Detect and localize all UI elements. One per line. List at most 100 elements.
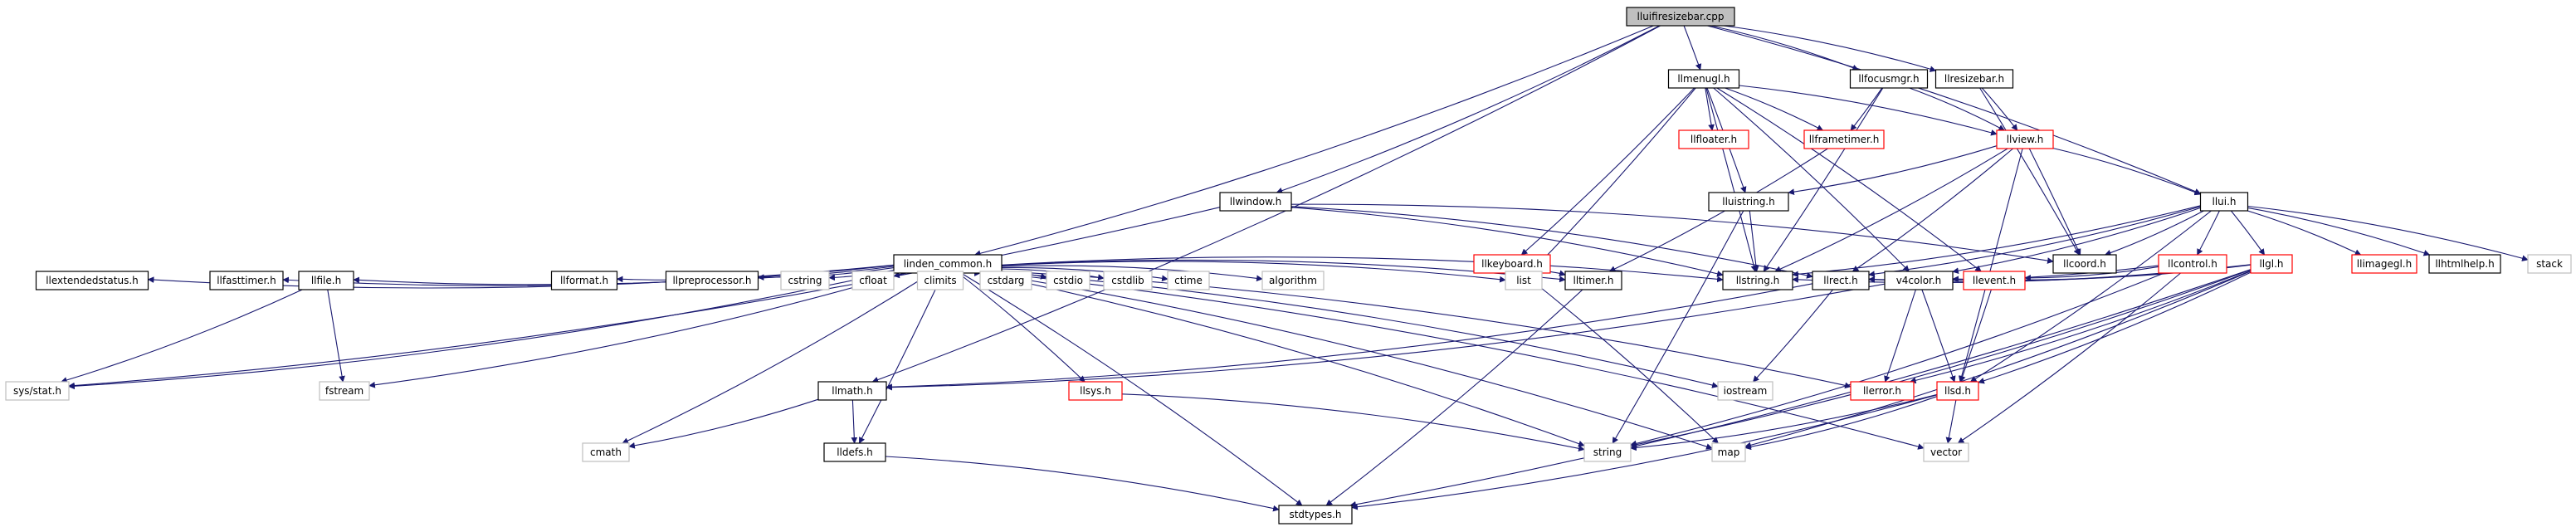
edge-llgl-to-string: [1630, 269, 2252, 448]
node-llfile[interactable]: llfile.h: [298, 271, 354, 290]
edge-llsys-to-string: [1121, 393, 1585, 452]
edge-root-to-llmenugl: [1683, 25, 1702, 71]
node-fstream: fstream: [319, 381, 370, 401]
edge-llkeyboard-to-lltimer: [1549, 270, 1566, 276]
edge-llui-to-llsd: [1969, 210, 2212, 383]
edge-llevent-to-llsd: [1959, 289, 1992, 383]
node-llhtmlhelp[interactable]: llhtmlhelp.h: [2428, 254, 2501, 274]
node-llerror[interactable]: llerror.h: [1850, 381, 1915, 401]
edge-llui-to-llcontrol: [2197, 210, 2220, 256]
node-llimagegl[interactable]: llimagegl.h: [2351, 254, 2417, 274]
edge-lltimer-to-stdtypes: [1325, 289, 1583, 506]
node-box-list: [1505, 271, 1543, 290]
node-sysstat: sys/stat.h: [5, 381, 70, 401]
node-label-llfile: llfile.h: [311, 275, 341, 286]
node-llframetimer[interactable]: llframetimer.h: [1803, 129, 1885, 149]
node-box-fstream: [319, 381, 370, 401]
edge-llfocusmgr-to-llframetimer: [1850, 87, 1883, 131]
node-llevent[interactable]: llevent.h: [1963, 271, 2026, 290]
edge-llsd-to-map: [1744, 396, 1938, 451]
node-label-llwindow: llwindow.h: [1230, 196, 1282, 207]
edge-llsd-to-string: [1630, 393, 1938, 451]
node-label-stack: stack: [2536, 258, 2563, 270]
node-root[interactable]: lluifiresizebar.cpp: [1626, 7, 1735, 27]
node-llfasttimer[interactable]: llfasttimer.h: [209, 271, 284, 290]
edge-linden_common-to-list: [1001, 261, 1506, 283]
node-box-llfasttimer: [209, 271, 284, 290]
node-llview[interactable]: llview.h: [1996, 129, 2054, 149]
edge-llrect-to-llmath: [886, 283, 1813, 391]
node-llgl[interactable]: llgl.h: [2250, 254, 2293, 274]
node-cstdlib: cstdlib: [1103, 271, 1153, 290]
node-box-iostream: [1717, 381, 1773, 401]
graph-nodes: lluifiresizebar.cpp llmenugl.h llfocusmgr.…: [5, 7, 2572, 525]
node-llui[interactable]: llui.h: [2199, 192, 2249, 212]
node-box-llsys: [1068, 381, 1123, 401]
node-box-string: [1583, 442, 1632, 462]
node-box-llfocusmgr: [1849, 69, 1929, 89]
node-cstdarg: cstdarg: [979, 271, 1032, 290]
node-v4color[interactable]: v4color.h: [1884, 271, 1954, 290]
edge-lluistring-to-llstring: [1749, 210, 1759, 272]
node-label-lldefs: lldefs.h: [837, 446, 873, 458]
node-string: string: [1583, 442, 1632, 462]
edge-llwindow-to-llstring: [1290, 207, 1724, 277]
node-llsys[interactable]: llsys.h: [1068, 381, 1123, 401]
edge-llgl-to-llsd: [1978, 271, 2252, 384]
node-label-root: lluifiresizebar.cpp: [1637, 11, 1725, 22]
node-label-llgl: llgl.h: [2259, 258, 2283, 270]
node-llfocusmgr[interactable]: llfocusmgr.h: [1849, 69, 1929, 89]
node-label-cmath: cmath: [590, 446, 622, 458]
node-box-llerror: [1850, 381, 1915, 401]
node-box-vector: [1923, 442, 1969, 462]
node-box-llpreprocessor: [665, 271, 759, 290]
node-llmenugl[interactable]: llmenugl.h: [1667, 69, 1740, 89]
edge-llui-to-stack: [2247, 205, 2529, 261]
node-box-cfloat: [851, 271, 895, 290]
node-box-cstring: [780, 271, 830, 290]
node-llrect[interactable]: llrect.h: [1812, 271, 1870, 290]
node-label-lltimer: lltimer.h: [1573, 275, 1613, 286]
node-llresizebar[interactable]: llresizebar.h: [1934, 69, 2014, 89]
node-llfloater[interactable]: llfloater.h: [1678, 129, 1749, 149]
node-ctime: ctime: [1167, 271, 1210, 290]
node-box-ctime: [1167, 271, 1210, 290]
node-box-llview: [1996, 129, 2054, 149]
node-llwindow[interactable]: llwindow.h: [1219, 192, 1292, 212]
node-box-lldefs: [823, 442, 886, 462]
edge-root-to-llresizebar: [1723, 25, 1937, 72]
edge-llmath-to-lldefs: [851, 399, 858, 444]
node-llpreprocessor[interactable]: llpreprocessor.h: [665, 271, 759, 290]
node-label-llcontrol: llcontrol.h: [2168, 258, 2217, 270]
node-label-lluistring: lluistring.h: [1722, 196, 1774, 207]
edge-linden_common-to-stdtypes: [960, 272, 1303, 506]
node-linden_common[interactable]: linden_common.h: [893, 254, 1003, 274]
edge-llresizebar-to-llview: [1981, 87, 2018, 131]
node-box-sysstat: [5, 381, 70, 401]
node-label-llerror: llerror.h: [1863, 385, 1901, 397]
edge-root-to-llmath: [871, 25, 1661, 383]
node-llformat[interactable]: llformat.h: [550, 271, 618, 290]
edge-llmenugl-to-llkeyboard: [1520, 87, 1695, 256]
node-label-cstdlib: cstdlib: [1111, 275, 1144, 286]
node-box-lluistring: [1708, 192, 1789, 212]
node-box-stdtypes: [1278, 505, 1353, 525]
node-lldefs[interactable]: lldefs.h: [823, 442, 886, 462]
node-lltimer[interactable]: lltimer.h: [1564, 271, 1622, 290]
edge-llkeyboard-to-map: [1522, 272, 1719, 444]
node-label-llframetimer: llframetimer.h: [1809, 134, 1880, 145]
node-lluistring[interactable]: lluistring.h: [1708, 192, 1789, 212]
node-stdtypes[interactable]: stdtypes.h: [1278, 505, 1353, 525]
node-llkeyboard[interactable]: llkeyboard.h: [1473, 254, 1551, 274]
node-llmath[interactable]: llmath.h: [817, 381, 887, 401]
edge-llmenugl-to-llfloater: [1705, 87, 1715, 131]
node-llextendedstatus[interactable]: llextendedstatus.h: [35, 271, 149, 290]
node-label-llview: llview.h: [2007, 134, 2044, 145]
node-llcontrol[interactable]: llcontrol.h: [2158, 254, 2227, 274]
node-box-climits: [916, 271, 964, 290]
node-llstring[interactable]: llstring.h: [1722, 271, 1793, 290]
edge-llframetimer-to-lltimer: [1608, 148, 1828, 272]
edge-llrect-to-iostream: [1752, 289, 1833, 383]
node-llsd[interactable]: llsd.h: [1936, 381, 1979, 401]
node-llcoord[interactable]: llcoord.h: [2052, 254, 2117, 274]
